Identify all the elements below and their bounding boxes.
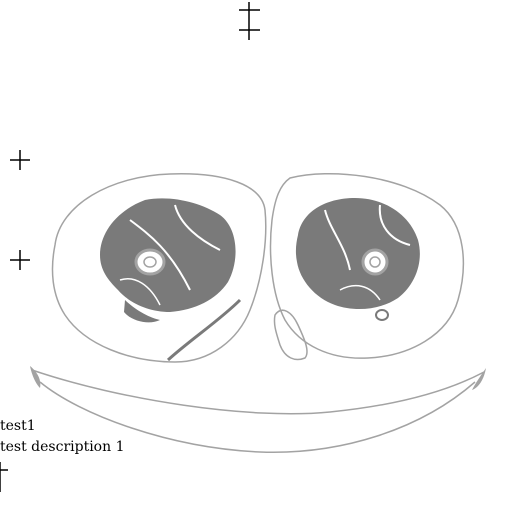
annotation-description: test description 1 xyxy=(0,439,125,455)
left-thigh-muscle-fascia-3 xyxy=(119,278,161,306)
table-right-end xyxy=(472,368,486,390)
table-lower-edge xyxy=(39,381,476,453)
right-thigh-muscle-fascia-1 xyxy=(324,209,351,271)
marker-left-1 xyxy=(10,150,30,170)
scanner-table xyxy=(30,366,486,453)
left-thigh-muscle-fascia-1 xyxy=(129,219,191,291)
left-thigh xyxy=(51,173,267,363)
right-thigh-skin-outline xyxy=(269,173,465,359)
left-thigh-posterior-muscle xyxy=(124,300,160,323)
marker-top-2 xyxy=(239,20,260,40)
right-thigh-small-vessel xyxy=(375,309,389,321)
left-thigh-subcutaneous-line xyxy=(166,298,242,362)
right-thigh xyxy=(269,173,465,359)
annotation-title: test1 xyxy=(0,418,36,434)
right-thigh-muscle xyxy=(295,198,420,310)
perineal-soft-tissue xyxy=(273,309,308,361)
right-femur-marrow xyxy=(369,256,381,268)
right-thigh-muscle-fascia-3 xyxy=(339,284,381,301)
left-thigh-muscle-fascia-2 xyxy=(174,204,221,251)
marker-left-2 xyxy=(10,250,30,270)
marker-bottom-left xyxy=(0,462,8,492)
table-upper-edge xyxy=(31,369,485,415)
marker-top-1 xyxy=(239,2,260,20)
left-thigh-skin-outline xyxy=(51,173,267,363)
left-femur-marrow xyxy=(143,256,157,268)
table-left-end xyxy=(30,366,41,388)
right-thigh-muscle-fascia-2 xyxy=(378,204,411,246)
